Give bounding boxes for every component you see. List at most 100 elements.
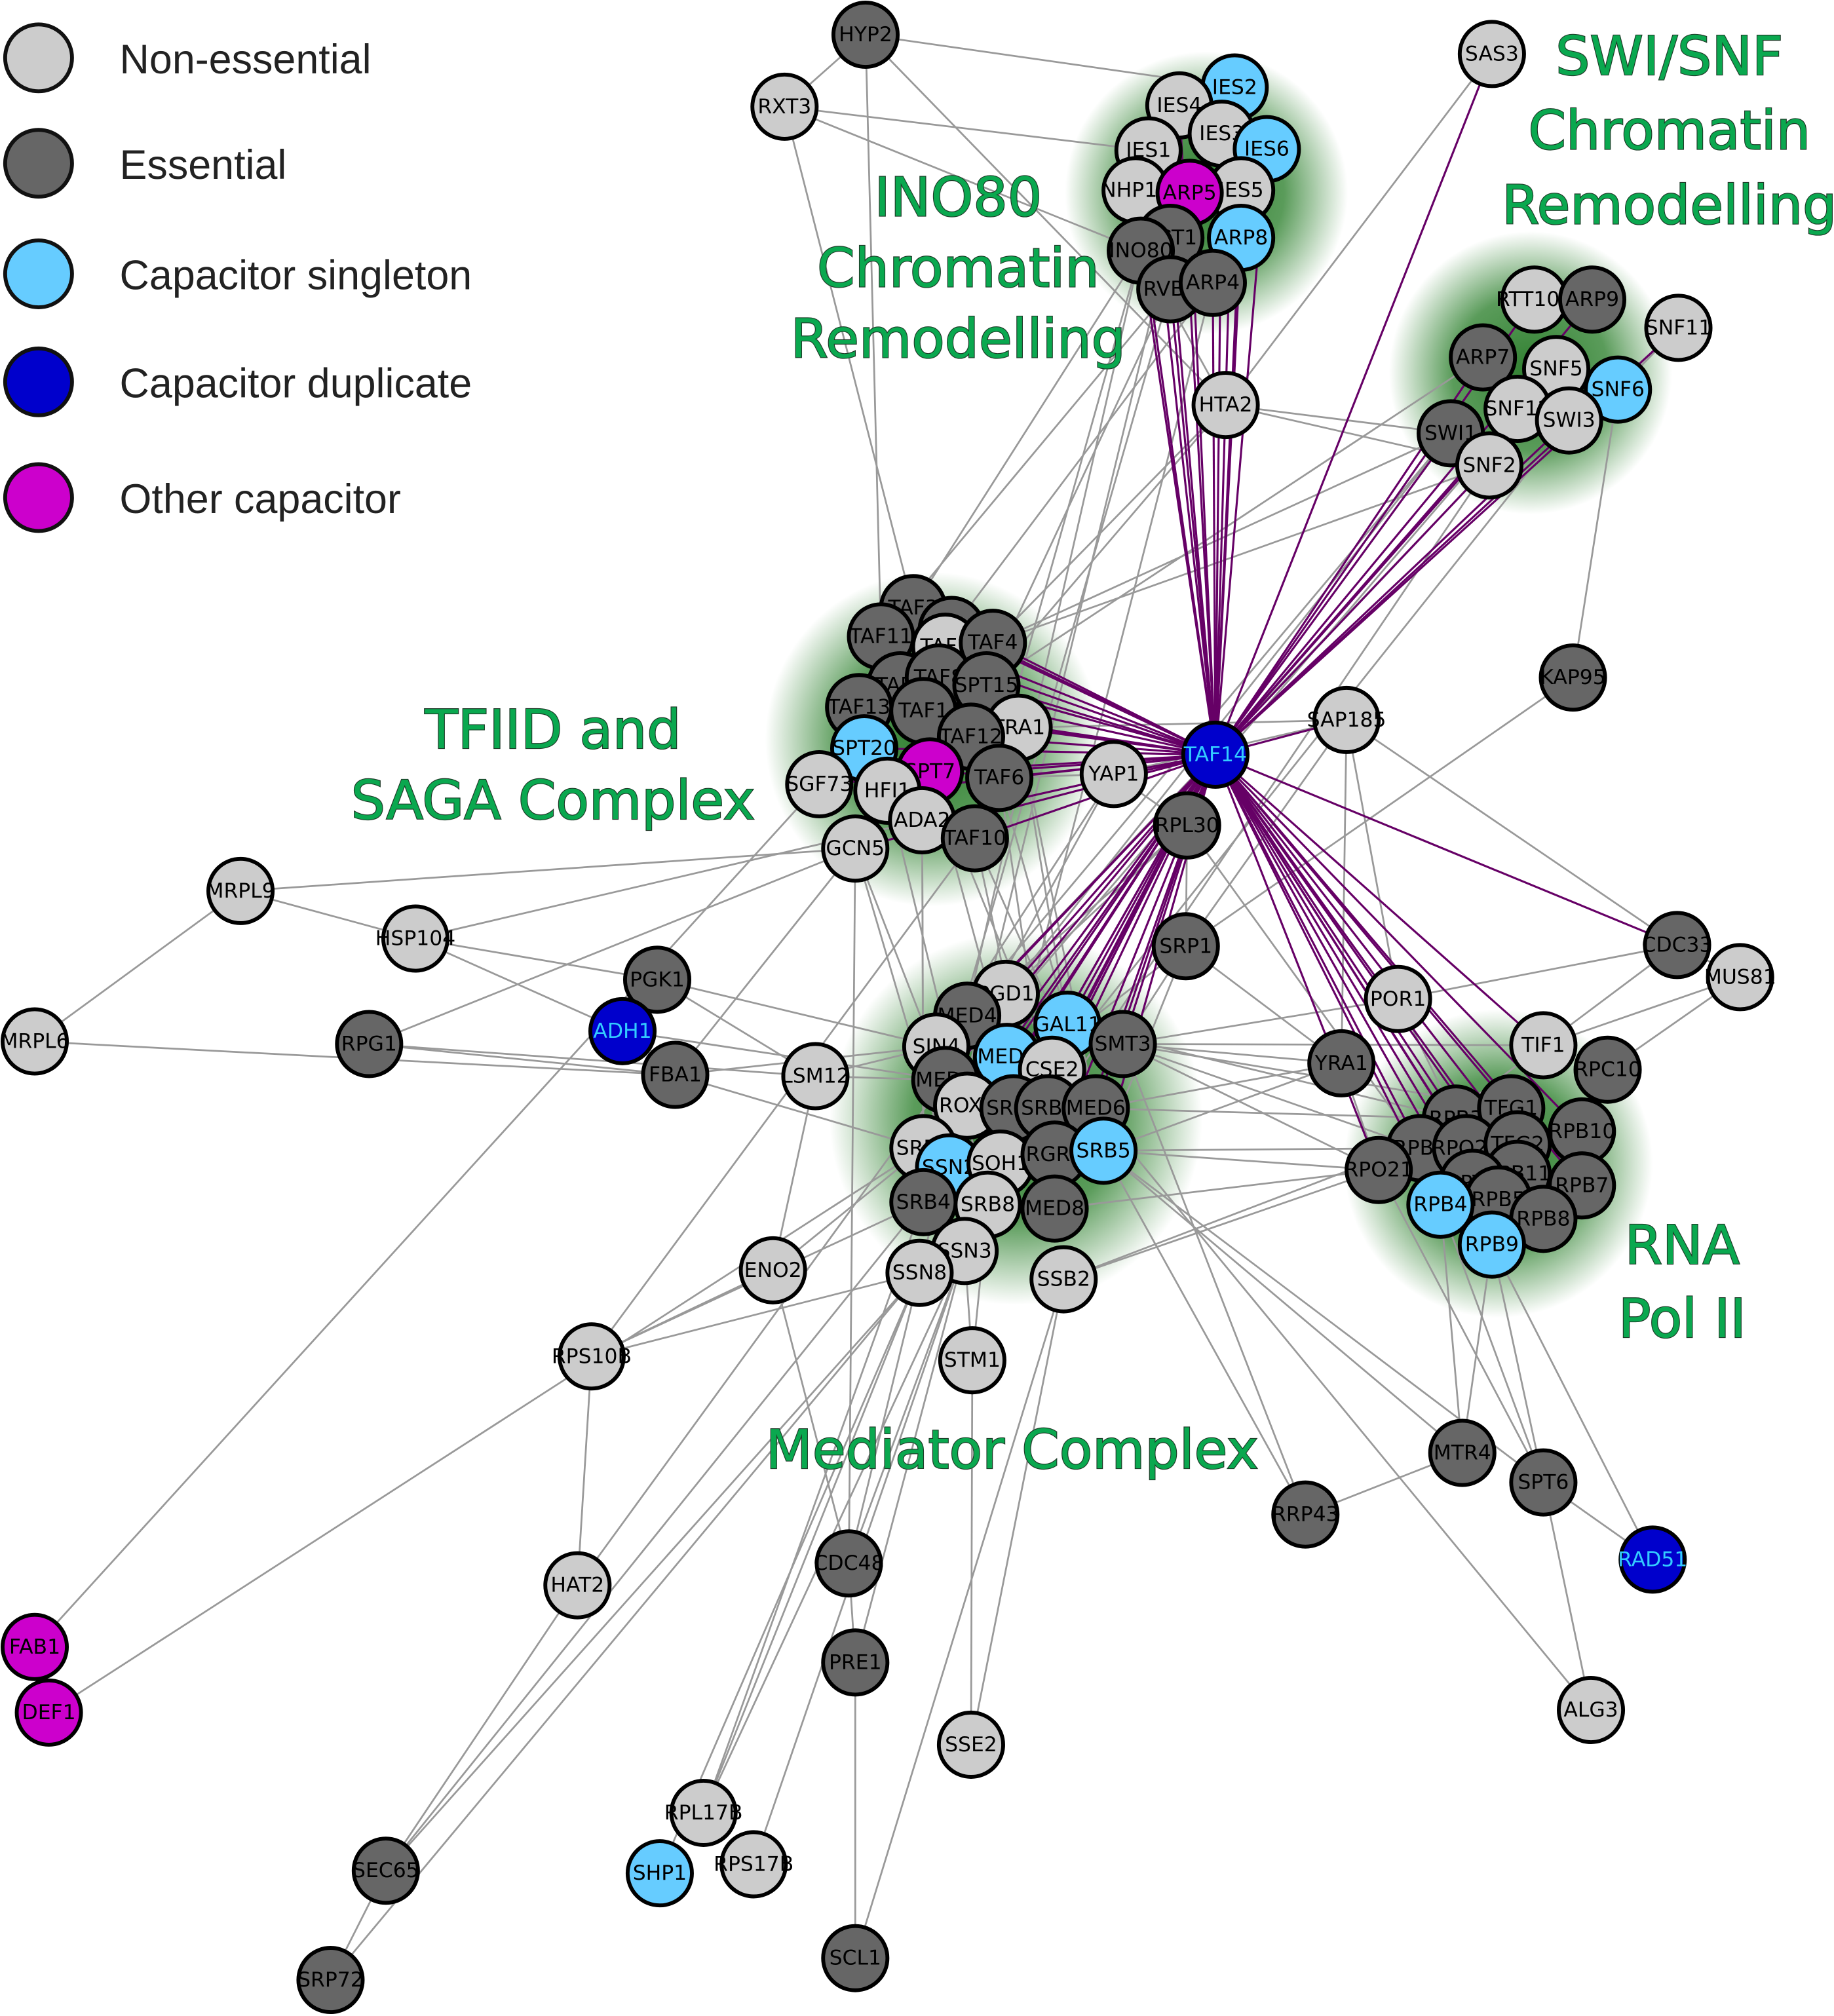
gene-node-srp72[interactable]: SRP72 [296, 1946, 365, 2015]
gene-node-circle [814, 1529, 883, 1598]
gene-node-circle [1643, 911, 1711, 979]
gene-node-def1[interactable]: DEF1 [14, 1678, 83, 1747]
edge-tra1-sap185 [1018, 719, 1347, 729]
gene-node-fab1[interactable]: FAB1 [0, 1612, 69, 1681]
gene-node-tif1[interactable]: TIF1 [1509, 1011, 1578, 1080]
gene-label: TAF10 [943, 826, 1006, 850]
gene-node-hsp104[interactable]: HSP104 [375, 904, 455, 973]
gene-node-sgf73[interactable]: SGF73 [785, 750, 854, 819]
gene-node-rpb9[interactable]: RPB9 [1457, 1210, 1526, 1279]
gene-node-fba1[interactable]: FBA1 [641, 1040, 710, 1109]
gene-node-kap95[interactable]: KAP95 [1538, 643, 1607, 712]
gene-node-swi3[interactable]: SWI3 [1535, 386, 1603, 455]
gene-node-smt3[interactable]: SMT3 [1088, 1010, 1157, 1078]
gene-label: SNF11 [1645, 316, 1711, 339]
gene-node-sas3[interactable]: SAS3 [1457, 20, 1526, 88]
gene-node-eno2[interactable]: ENO2 [738, 1236, 807, 1304]
gene-node-lsm12[interactable]: LSM12 [781, 1042, 850, 1111]
gene-label: DEF1 [22, 1701, 76, 1724]
gene-label: IES6 [1244, 138, 1290, 161]
edge-rps10b-taf10 [590, 837, 976, 1358]
gene-node-arp4[interactable]: ARP4 [1178, 248, 1247, 317]
gene-label: LSM12 [781, 1065, 849, 1088]
gene-node-shp1[interactable]: SHP1 [625, 1839, 694, 1908]
gene-node-ssn8[interactable]: SSN8 [885, 1238, 954, 1307]
gene-node-pre1[interactable]: PRE1 [821, 1628, 890, 1697]
gene-node-circle [1020, 1174, 1089, 1243]
gene-node-cdc33[interactable]: CDC33 [1642, 911, 1713, 979]
edge-mus81-tif1 [1542, 976, 1741, 1046]
gene-node-srb5[interactable]: SRB5 [1069, 1116, 1138, 1185]
hub-edge-sas3 [1214, 53, 1493, 755]
gene-node-hat2[interactable]: HAT2 [543, 1551, 612, 1620]
gene-node-yra1[interactable]: YRA1 [1307, 1029, 1376, 1097]
gene-node-mtr4[interactable]: MTR4 [1428, 1418, 1497, 1487]
gene-node-scl1[interactable]: SCL1 [821, 1924, 890, 1992]
edge-rpg1-lsm12 [369, 1043, 816, 1077]
gene-node-arp9[interactable]: ARP9 [1557, 265, 1627, 334]
gene-node-pgk1[interactable]: PGK1 [622, 945, 692, 1014]
gene-node-hyp2[interactable]: HYP2 [831, 0, 900, 69]
legend-label: Capacitor duplicate [120, 360, 472, 406]
gene-node-snf2[interactable]: SNF2 [1455, 431, 1523, 500]
gene-label: SRB4 [896, 1190, 951, 1214]
edge-snf6-kap95 [1572, 389, 1619, 678]
gene-node-sse2[interactable]: SSE2 [936, 1710, 1005, 1779]
gene-node-spt6[interactable]: SPT6 [1509, 1448, 1578, 1517]
gene-node-snf6[interactable]: SNF6 [1584, 355, 1653, 424]
gene-node-arp7[interactable]: ARP7 [1449, 323, 1518, 392]
gene-node-taf6[interactable]: TAF6 [965, 744, 1034, 812]
gene-node-ssb2[interactable]: SSB2 [1029, 1245, 1098, 1314]
gene-label: ADH1 [593, 1019, 651, 1043]
gene-node-rxt3[interactable]: RXT3 [750, 72, 819, 141]
edge-rpl17b-ssn3 [702, 1250, 966, 1814]
edge-por1-smt3 [1122, 998, 1398, 1045]
cluster-label-line: SAGA Complex [351, 769, 755, 832]
legend-label: Non-essential [120, 37, 372, 83]
gene-node-alg3[interactable]: ALG3 [1557, 1675, 1626, 1744]
gene-node-mus81[interactable]: MUS81 [1704, 943, 1776, 1012]
gene-node-rad51[interactable]: RAD51 [1618, 1525, 1687, 1594]
gene-node-circle [1573, 1035, 1642, 1104]
gene-node-gcn5[interactable]: GCN5 [821, 814, 890, 883]
edge-eno2-cdc48 [772, 1270, 850, 1564]
edge-pgd1-swi1 [1004, 432, 1452, 995]
edge-mtr4-srb5 [1103, 1150, 1463, 1454]
gene-node-yap1[interactable]: YAP1 [1079, 740, 1148, 808]
gene-node-rpc10[interactable]: RPC10 [1573, 1035, 1642, 1104]
gene-node-rpl30[interactable]: RPL30 [1153, 791, 1221, 860]
gene-node-por1[interactable]: POR1 [1364, 964, 1432, 1033]
gene-node-srp1[interactable]: SRP1 [1151, 912, 1220, 981]
gene-node-rpb4[interactable]: RPB4 [1406, 1170, 1475, 1239]
gene-node-ada2[interactable]: ADA2 [888, 786, 957, 854]
gene-node-mrpl9[interactable]: MRPL9 [206, 856, 275, 925]
gene-label: ADA2 [894, 808, 951, 832]
gene-node-rpo21[interactable]: RPO21 [1344, 1135, 1413, 1204]
gene-node-circle [1509, 1011, 1578, 1080]
gene-node-sec65[interactable]: SEC65 [351, 1836, 420, 1905]
gene-label: RPB4 [1413, 1193, 1467, 1217]
gene-node-hta2[interactable]: HTA2 [1191, 371, 1260, 440]
gene-node-rps17b[interactable]: RPS17B [714, 1830, 793, 1899]
gene-node-srb4[interactable]: SRB4 [889, 1168, 958, 1236]
gene-node-taf14[interactable]: TAF14 [1181, 720, 1250, 789]
gene-node-rpg1[interactable]: RPG1 [335, 1010, 404, 1078]
gene-node-rpb10[interactable]: RPB10 [1548, 1097, 1616, 1166]
gene-node-circle [1312, 685, 1381, 754]
gene-node-cdc48[interactable]: CDC48 [813, 1529, 884, 1598]
edge-rpl30-pgd1 [1005, 824, 1188, 995]
gene-node-adh1[interactable]: ADH1 [588, 997, 657, 1065]
gene-node-med6[interactable]: MED6 [1061, 1074, 1130, 1143]
gene-node-sap185[interactable]: SAP185 [1307, 685, 1386, 754]
edge-ssb2-rpo21 [1063, 1169, 1379, 1280]
legend-swatch-icon [3, 22, 74, 94]
gene-node-rpl17b[interactable]: RPL17B [664, 1778, 743, 1847]
gene-node-taf10[interactable]: TAF10 [940, 804, 1009, 873]
gene-node-spt15[interactable]: SPT15 [952, 651, 1021, 719]
gene-node-snf11[interactable]: SNF11 [1644, 294, 1713, 362]
gene-node-mrpl6[interactable]: MRPL6 [0, 1007, 69, 1076]
gene-node-rrp43[interactable]: RRP43 [1271, 1480, 1340, 1549]
gene-node-stm1[interactable]: STM1 [938, 1326, 1006, 1395]
gene-node-med8[interactable]: MED8 [1020, 1174, 1089, 1243]
gene-node-rps10b[interactable]: RPS10B [552, 1322, 632, 1391]
